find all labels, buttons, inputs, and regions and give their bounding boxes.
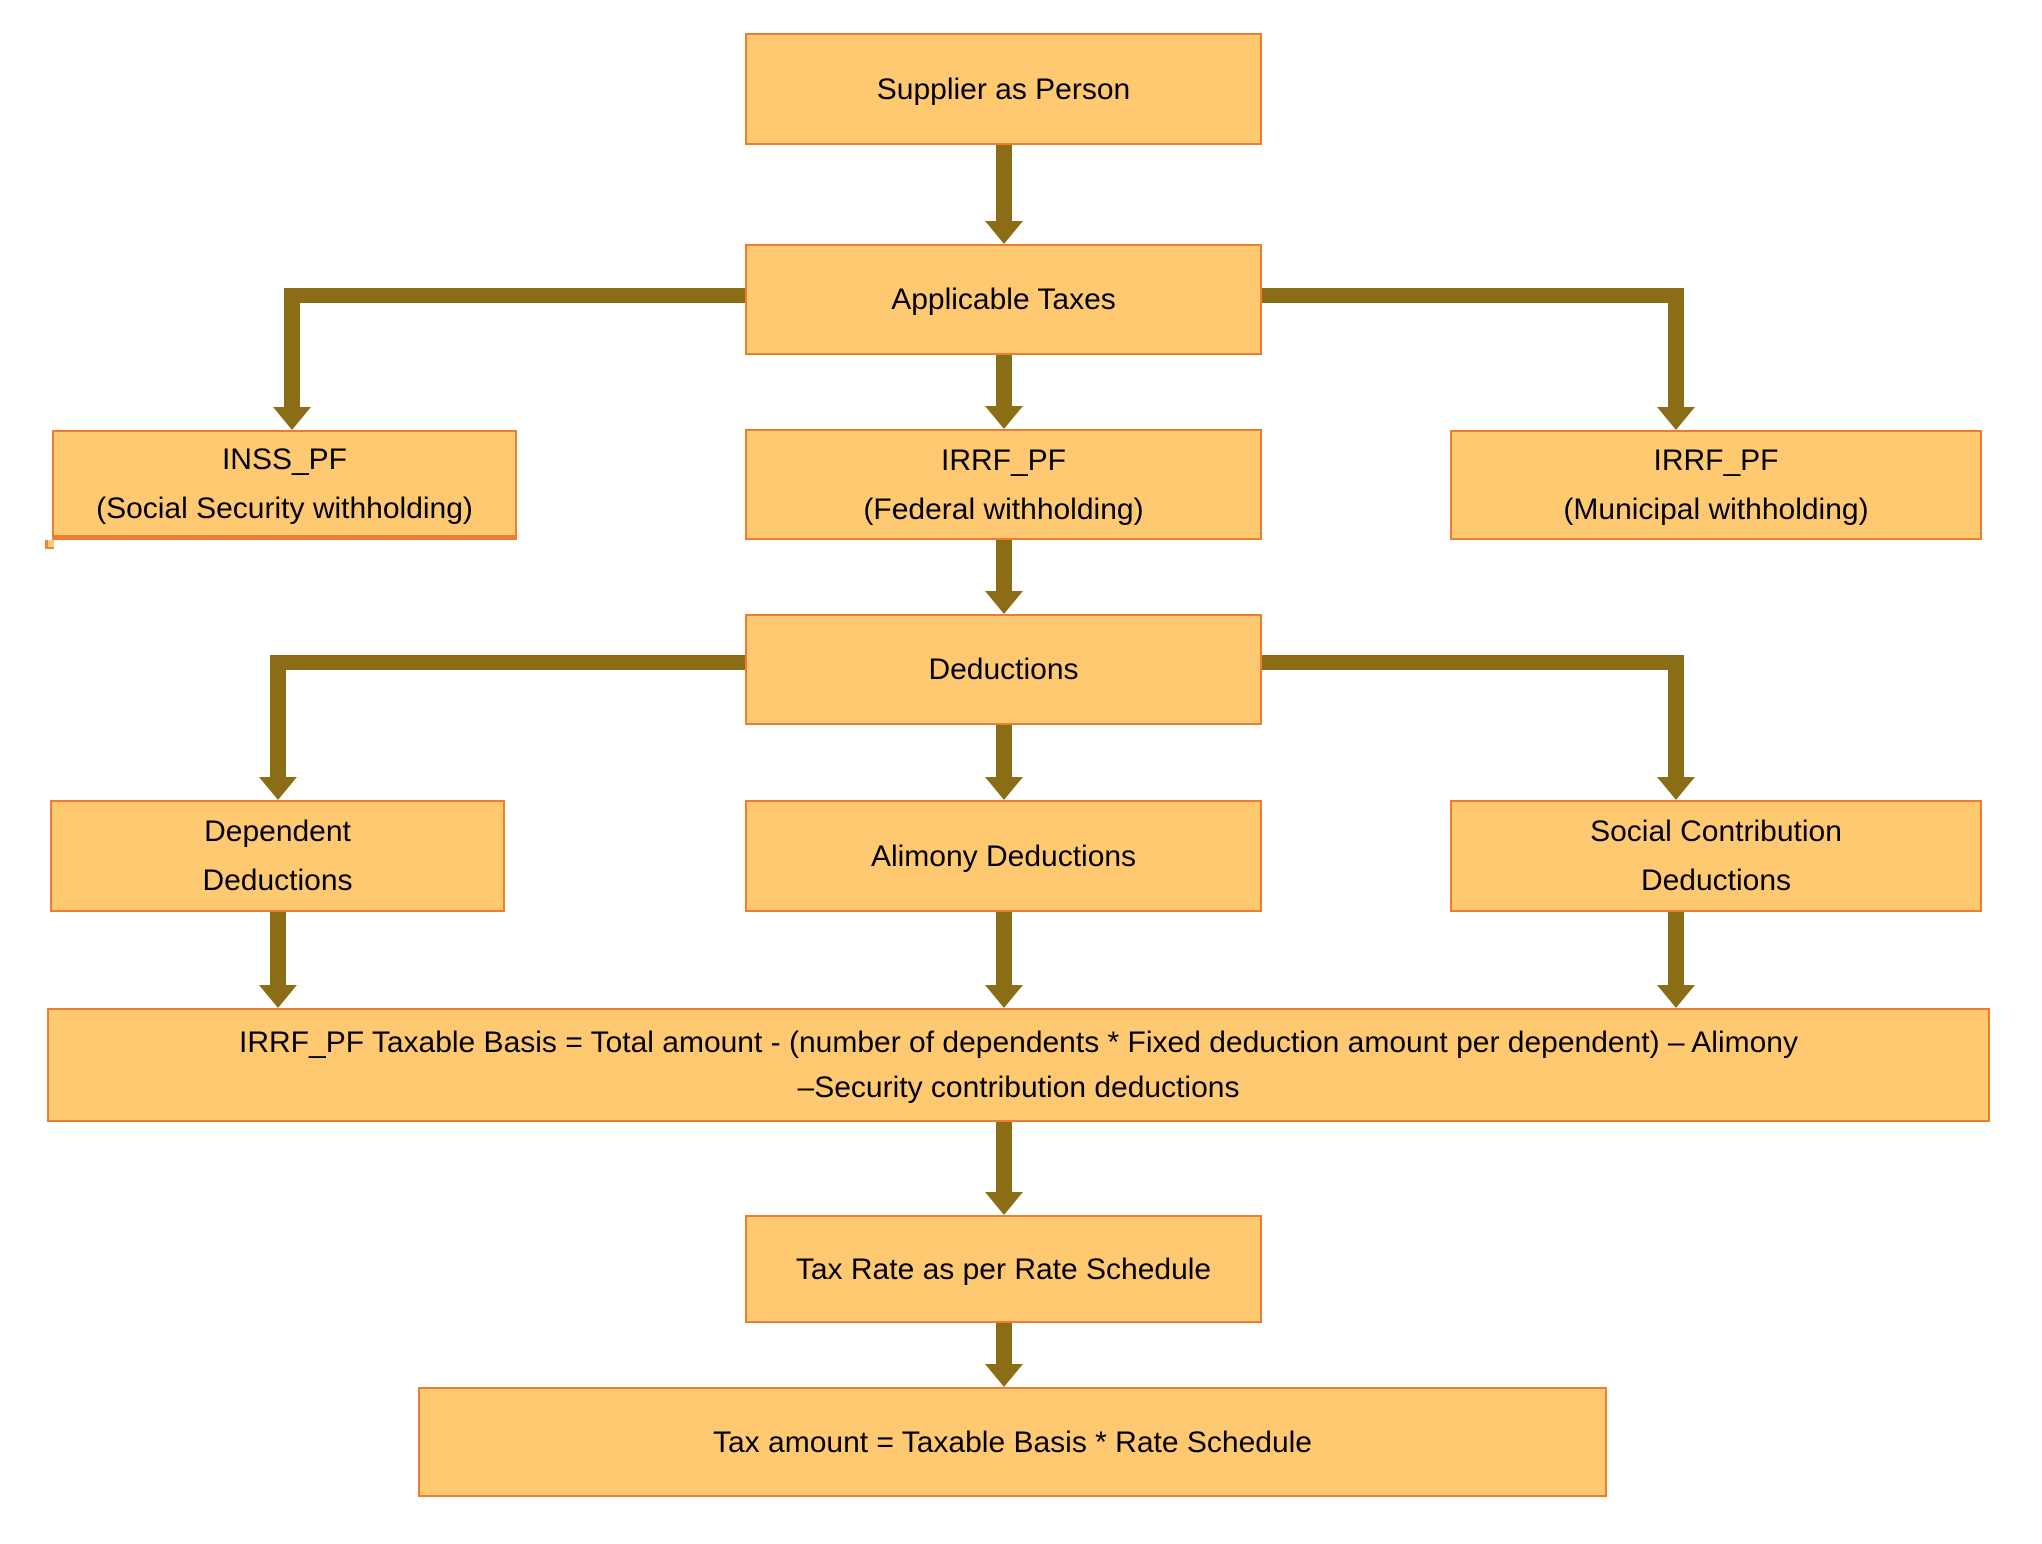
node-label: Applicable Taxes [891,283,1116,316]
arrow-deductions-to-social-vshaft [1668,655,1684,777]
arrow-supplier-to-applicable [996,145,1012,221]
node-label-line2: Deductions [202,864,353,897]
arrowhead-down-icon [985,221,1023,244]
formula-line1: IRRF_PF Taxable Basis = Total amount - (… [239,1026,1798,1059]
arrowhead-down-icon [985,1364,1023,1387]
node-dependent-deductions: Dependent Deductions [50,800,505,912]
node-label-line1: INSS_PF [221,442,348,476]
node-label: Tax Rate as per Rate Schedule [795,1252,1212,1286]
arrowhead-down-icon [273,407,311,430]
arrowhead-down-icon [985,1192,1023,1215]
arrow-social-to-taxable-basis [1668,912,1684,985]
formula-line2: –Security contribution deductions [797,1071,1240,1104]
arrowhead-down-icon [1657,407,1695,430]
arrow-applicable-to-inss-vshaft [284,288,300,407]
node-deductions: Deductions [745,614,1262,725]
node-taxable-basis-formula: IRRF_PF Taxable Basis = Total amount - (… [47,1008,1990,1122]
arrowhead-down-icon [985,591,1023,614]
arrow-deductions-to-dependent-vshaft [270,655,286,777]
arrow-deductions-to-alimony [996,725,1012,777]
node-label: Deductions [928,653,1079,686]
node-label: Supplier as Person [876,72,1131,106]
arrow-applicable-to-municipal-hbar [1262,288,1684,303]
arrowhead-down-icon [985,985,1023,1008]
node-label: Alimony Deductions [870,839,1137,873]
node-irrf-pf-federal: IRRF_PF (Federal withholding) [745,429,1262,540]
node-label: Tax amount = Taxable Basis * Rate Schedu… [713,1425,1312,1459]
node-irrf-pf-municipal: IRRF_PF (Municipal withholding) [1450,430,1982,540]
node-label-line1: Social Contribution [1590,815,1842,848]
node-social-contribution-deductions: Social Contribution Deductions [1450,800,1982,912]
node-tax-amount: Tax amount = Taxable Basis * Rate Schedu… [418,1387,1607,1497]
node-applicable-taxes: Applicable Taxes [745,244,1262,355]
node-alimony-deductions: Alimony Deductions [745,800,1262,912]
node-tax-rate: Tax Rate as per Rate Schedule [745,1215,1262,1323]
node-inss-pf: INSS_PF (Social Security withholding) [52,430,517,540]
node-label-line2: (Municipal withholding) [1563,493,1869,526]
arrow-deductions-to-social-hbar [1262,655,1684,670]
arrow-taxable-basis-to-tax-rate [996,1122,1012,1192]
arrow-irrf-federal-to-deductions [996,540,1012,591]
arrow-deductions-to-dependent-hbar [270,655,745,670]
stray-mark [45,540,54,549]
arrowhead-down-icon [985,406,1023,429]
arrowhead-down-icon [259,985,297,1008]
arrowhead-down-icon [1657,985,1695,1008]
node-label-line2: (Federal withholding) [863,492,1144,526]
arrow-applicable-to-irrf-federal [996,355,1012,406]
node-label-line1: Dependent [204,815,351,848]
arrowhead-down-icon [1657,777,1695,800]
arrow-tax-rate-to-tax-amount [996,1323,1012,1364]
arrow-applicable-to-municipal-vshaft [1668,288,1684,407]
arrowhead-down-icon [259,777,297,800]
arrow-dependent-to-taxable-basis [270,912,286,985]
node-label-line2: Deductions [1640,864,1792,897]
node-label-line1: IRRF_PF [1653,444,1779,477]
node-label-line2: (Social Security withholding) [96,491,473,525]
node-supplier-as-person: Supplier as Person [745,33,1262,145]
arrowhead-down-icon [985,777,1023,800]
arrow-applicable-to-inss-hbar [284,288,745,303]
node-label-line1: IRRF_PF [940,443,1066,477]
arrow-alimony-to-taxable-basis [996,912,1012,985]
